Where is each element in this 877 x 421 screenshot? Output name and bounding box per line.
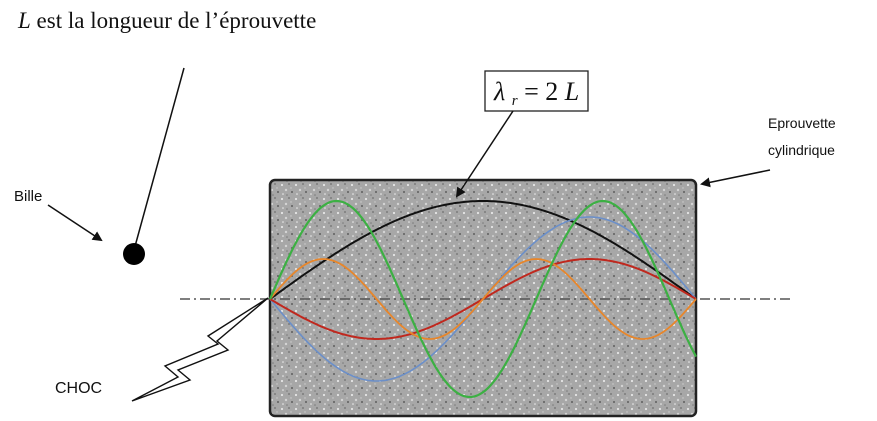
- ball: [123, 243, 145, 265]
- formula-arrow: [455, 110, 514, 198]
- wave-orange: [269, 258, 697, 340]
- caption-variable: L: [18, 8, 31, 33]
- ball-arrow: [47, 204, 103, 242]
- wave-fundamental: [269, 200, 697, 300]
- specimen-arrow: [700, 169, 771, 188]
- formula-lambda: λ: [493, 77, 505, 106]
- caption: L est la longueur de l’éprouvette: [18, 8, 316, 34]
- formula-length-var: L: [564, 77, 579, 106]
- specimen-label-line1: Eprouvette: [768, 115, 836, 131]
- formula-equals: = 2: [524, 77, 558, 106]
- formula: λ r = 2 L: [493, 77, 579, 111]
- shock-label: CHOC: [55, 380, 102, 397]
- trajectory-line: [133, 67, 185, 251]
- formula-box: [484, 70, 589, 112]
- ball-label: Bille: [14, 188, 42, 205]
- wave-green: [268, 199, 697, 399]
- formula-subscript: r: [512, 93, 518, 109]
- specimen-label-line2: cylindrique: [768, 142, 835, 158]
- shock-bolt-icon: [131, 297, 269, 402]
- caption-text: est la longueur de l’éprouvette: [30, 8, 317, 33]
